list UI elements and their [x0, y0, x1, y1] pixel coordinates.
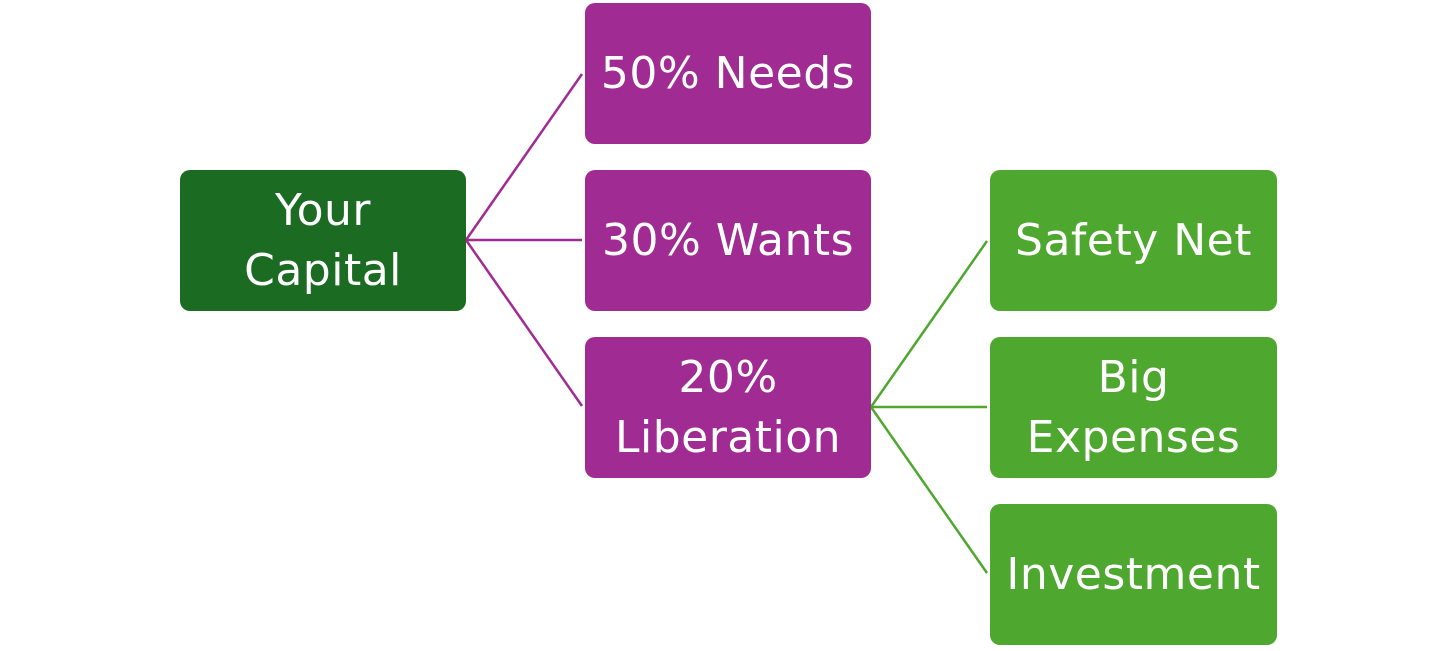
connector-capital-to-needs — [464, 73, 584, 241]
node-wants: 30% Wants — [585, 170, 871, 311]
connector-capital-to-liberation — [464, 239, 584, 407]
node-safety-net: Safety Net — [990, 170, 1277, 311]
connector-liberation-to-investment — [869, 406, 989, 574]
connector-liberation-to-safety-net — [869, 240, 989, 408]
node-needs-label: 50% Needs — [600, 47, 856, 99]
node-needs: 50% Needs — [585, 3, 871, 144]
node-liberation: 20% Liberation — [585, 337, 871, 478]
node-safety-net-label: Safety Net — [1015, 214, 1252, 266]
node-investment: Investment — [990, 504, 1277, 645]
node-your-capital-label: Your Capital — [244, 184, 402, 296]
node-big-expenses-label: Big Expenses — [1026, 351, 1241, 463]
node-wants-label: 30% Wants — [602, 214, 854, 266]
node-your-capital: Your Capital — [180, 170, 466, 311]
node-investment-label: Investment — [1006, 548, 1261, 600]
node-big-expenses: Big Expenses — [990, 337, 1277, 478]
node-liberation-label: 20% Liberation — [614, 351, 842, 463]
